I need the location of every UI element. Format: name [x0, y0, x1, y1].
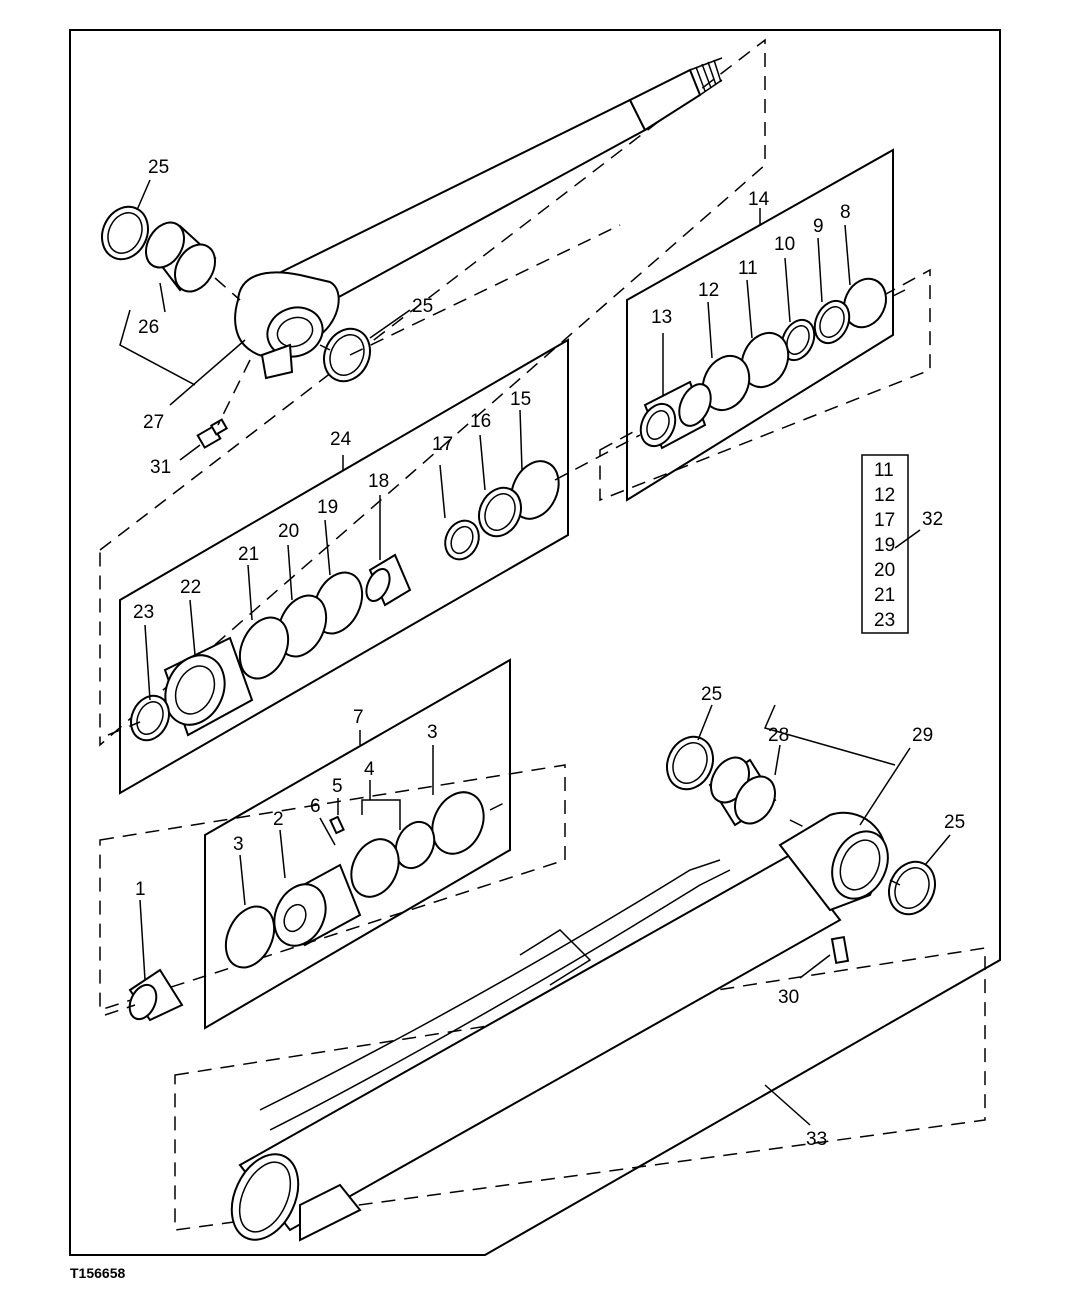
callout-13: 13 — [651, 307, 672, 328]
figure-reference-code: T156658 — [70, 1265, 125, 1281]
kit-item: 20 — [874, 560, 895, 581]
kit-item: 17 — [874, 510, 895, 531]
axis-lines — [104, 224, 906, 1016]
kit-item: 23 — [874, 610, 895, 631]
kit-item: 21 — [874, 585, 895, 606]
callout-32: 32 — [922, 509, 943, 530]
callout-28: 28 — [768, 725, 789, 746]
callout-23: 23 — [133, 602, 154, 623]
callout-30: 30 — [778, 987, 799, 1008]
rod-end-bushing — [101, 205, 371, 383]
kit-item: 11 — [874, 460, 894, 481]
leader-lines — [119, 179, 951, 1126]
head-seal-group-parts — [130, 460, 560, 742]
callout-25: 25 — [944, 812, 965, 833]
callout-3: 3 — [427, 722, 438, 743]
kit-box — [861, 454, 909, 634]
callout-7: 7 — [353, 707, 364, 728]
callout-11: 11 — [738, 258, 758, 279]
callout-3: 3 — [233, 834, 244, 855]
head-end-bushing — [666, 735, 936, 965]
kit-item: 12 — [874, 485, 895, 506]
callout-labels: 25 26 27 31 25 24 18 17 16 15 19 20 21 2… — [133, 157, 965, 1150]
callout-25: 25 — [701, 684, 722, 705]
rod-seal-group-parts — [639, 277, 887, 450]
callout-6: 6 — [310, 796, 321, 817]
callout-25: 25 — [148, 157, 169, 178]
callout-4: 4 — [364, 759, 375, 780]
callout-22: 22 — [180, 577, 201, 598]
callout-33: 33 — [806, 1129, 827, 1150]
callout-9: 9 — [813, 216, 824, 237]
solid-group-boxes — [119, 148, 894, 1030]
callout-10: 10 — [774, 234, 795, 255]
piston-rod — [234, 57, 723, 380]
kit-box-items: 11 12 17 19 20 21 23 — [874, 460, 895, 631]
callout-8: 8 — [840, 202, 851, 223]
callout-18: 18 — [368, 471, 389, 492]
callout-12: 12 — [698, 280, 719, 301]
outer-frame — [69, 29, 1001, 1256]
callout-2: 2 — [273, 809, 284, 830]
kit-item: 19 — [874, 535, 895, 556]
callout-29: 29 — [912, 725, 933, 746]
dashed-group-outlines — [99, 38, 986, 1231]
callout-1: 1 — [135, 879, 146, 900]
callout-31: 31 — [150, 457, 171, 478]
callout-17: 17 — [432, 434, 453, 455]
callout-25: 25 — [412, 296, 433, 317]
callout-14: 14 — [748, 189, 770, 210]
cylinder-barrel — [230, 811, 889, 1242]
callout-27: 27 — [143, 412, 164, 433]
callout-19: 19 — [317, 497, 338, 518]
callout-26: 26 — [138, 317, 159, 338]
piston-group-parts — [128, 791, 485, 1022]
callout-20: 20 — [278, 521, 299, 542]
callout-5: 5 — [332, 776, 343, 797]
grease-fitting-31 — [196, 418, 229, 449]
callout-24: 24 — [330, 429, 352, 450]
callout-21: 21 — [238, 544, 259, 565]
callout-15: 15 — [510, 389, 531, 410]
callout-16: 16 — [470, 411, 491, 432]
